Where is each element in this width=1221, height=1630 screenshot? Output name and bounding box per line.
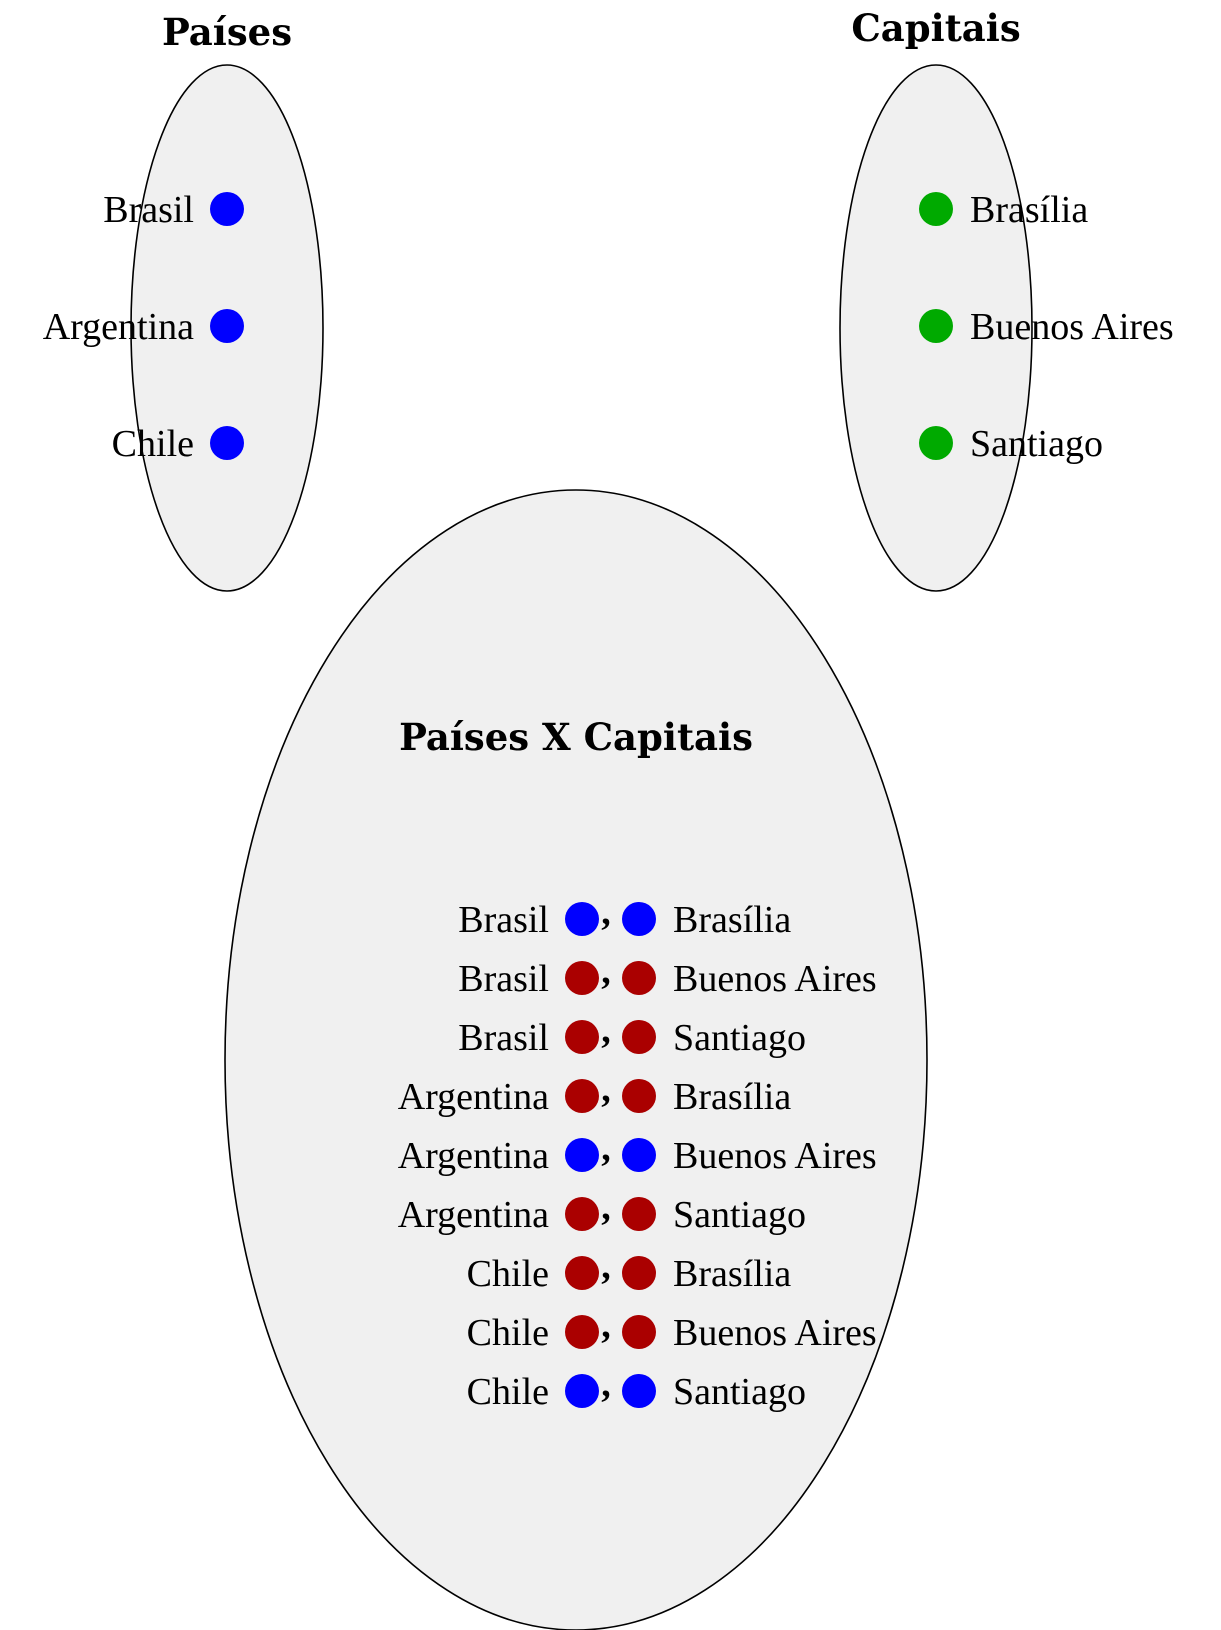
pair-capital-dot bbox=[622, 1374, 656, 1408]
product-title: Países X Capitais bbox=[399, 715, 753, 759]
pair-row: Brasil, Santiago bbox=[458, 1009, 806, 1059]
pair-capital-label: Santiago bbox=[673, 1371, 806, 1413]
capitals-title: Capitais bbox=[851, 6, 1020, 50]
capital-dot bbox=[919, 426, 953, 460]
product-ellipse bbox=[224, 489, 928, 1630]
capital-dot bbox=[919, 192, 953, 226]
capital-label: Brasília bbox=[970, 189, 1088, 231]
pair-country-label: Argentina bbox=[398, 1194, 549, 1236]
pair-capital-label: Brasília bbox=[673, 1253, 791, 1295]
pair-row: Brasil, Brasília bbox=[458, 891, 791, 941]
country-dot bbox=[210, 309, 244, 343]
pair-separator: , bbox=[601, 1245, 611, 1287]
country-label: Chile bbox=[112, 423, 194, 465]
pair-row: Chile, Brasília bbox=[467, 1245, 792, 1295]
capital-dot bbox=[919, 309, 953, 343]
pair-separator: , bbox=[601, 950, 611, 992]
pair-row: Brasil, Buenos Aires bbox=[458, 950, 877, 1000]
pair-country-dot bbox=[565, 1374, 599, 1408]
pair-separator: , bbox=[601, 1068, 611, 1110]
country-label: Brasil bbox=[103, 189, 194, 231]
pair-separator: , bbox=[601, 1304, 611, 1346]
pair-separator: , bbox=[601, 1363, 611, 1405]
pair-capital-dot bbox=[622, 1079, 656, 1113]
pair-country-dot bbox=[565, 1079, 599, 1113]
pair-separator: , bbox=[601, 1186, 611, 1228]
pair-capital-label: Brasília bbox=[673, 1076, 791, 1118]
pair-country-dot bbox=[565, 1197, 599, 1231]
product-set: Países X Capitais Brasil,BrasíliaBrasil,… bbox=[224, 489, 928, 1630]
pair-capital-label: Buenos Aires bbox=[673, 1135, 877, 1177]
pair-row: Chile, Santiago bbox=[467, 1363, 806, 1413]
pair-country-label: Chile bbox=[467, 1371, 549, 1413]
pair-country-dot bbox=[565, 1315, 599, 1349]
pair-capital-dot bbox=[622, 1197, 656, 1231]
pair-capital-label: Santiago bbox=[673, 1194, 806, 1236]
pair-capital-dot bbox=[622, 1138, 656, 1172]
pair-row: Chile, Buenos Aires bbox=[467, 1304, 877, 1354]
pair-country-dot bbox=[565, 1138, 599, 1172]
capital-label: Buenos Aires bbox=[970, 306, 1174, 348]
pair-separator: , bbox=[601, 1009, 611, 1051]
pair-country-dot bbox=[565, 902, 599, 936]
pair-row: Argentina, Buenos Aires bbox=[398, 1127, 877, 1177]
pair-capital-label: Buenos Aires bbox=[673, 958, 877, 1000]
pair-separator: , bbox=[601, 891, 611, 933]
pair-country-label: Argentina bbox=[398, 1076, 549, 1118]
pair-country-dot bbox=[565, 1256, 599, 1290]
pair-separator: , bbox=[601, 1127, 611, 1169]
pair-capital-dot bbox=[622, 902, 656, 936]
pair-country-label: Brasil bbox=[458, 958, 549, 1000]
capital-label: Santiago bbox=[970, 423, 1103, 465]
pair-capital-dot bbox=[622, 1256, 656, 1290]
pair-capital-dot bbox=[622, 961, 656, 995]
countries-title: Países bbox=[162, 10, 292, 54]
pair-country-label: Chile bbox=[467, 1312, 549, 1354]
pair-capital-dot bbox=[622, 1315, 656, 1349]
pair-country-label: Brasil bbox=[458, 899, 549, 941]
pair-country-label: Chile bbox=[467, 1253, 549, 1295]
pair-capital-dot bbox=[622, 1020, 656, 1054]
country-dot bbox=[210, 192, 244, 226]
pair-row: Argentina, Brasília bbox=[398, 1068, 792, 1118]
pair-capital-label: Santiago bbox=[673, 1017, 806, 1059]
pair-capital-label: Brasília bbox=[673, 899, 791, 941]
pair-capital-label: Buenos Aires bbox=[673, 1312, 877, 1354]
pair-country-dot bbox=[565, 961, 599, 995]
pair-row: Argentina, Santiago bbox=[398, 1186, 806, 1236]
pair-country-dot bbox=[565, 1020, 599, 1054]
country-dot bbox=[210, 426, 244, 460]
pair-country-label: Brasil bbox=[458, 1017, 549, 1059]
country-label: Argentina bbox=[43, 306, 194, 348]
pair-country-label: Argentina bbox=[398, 1135, 549, 1177]
